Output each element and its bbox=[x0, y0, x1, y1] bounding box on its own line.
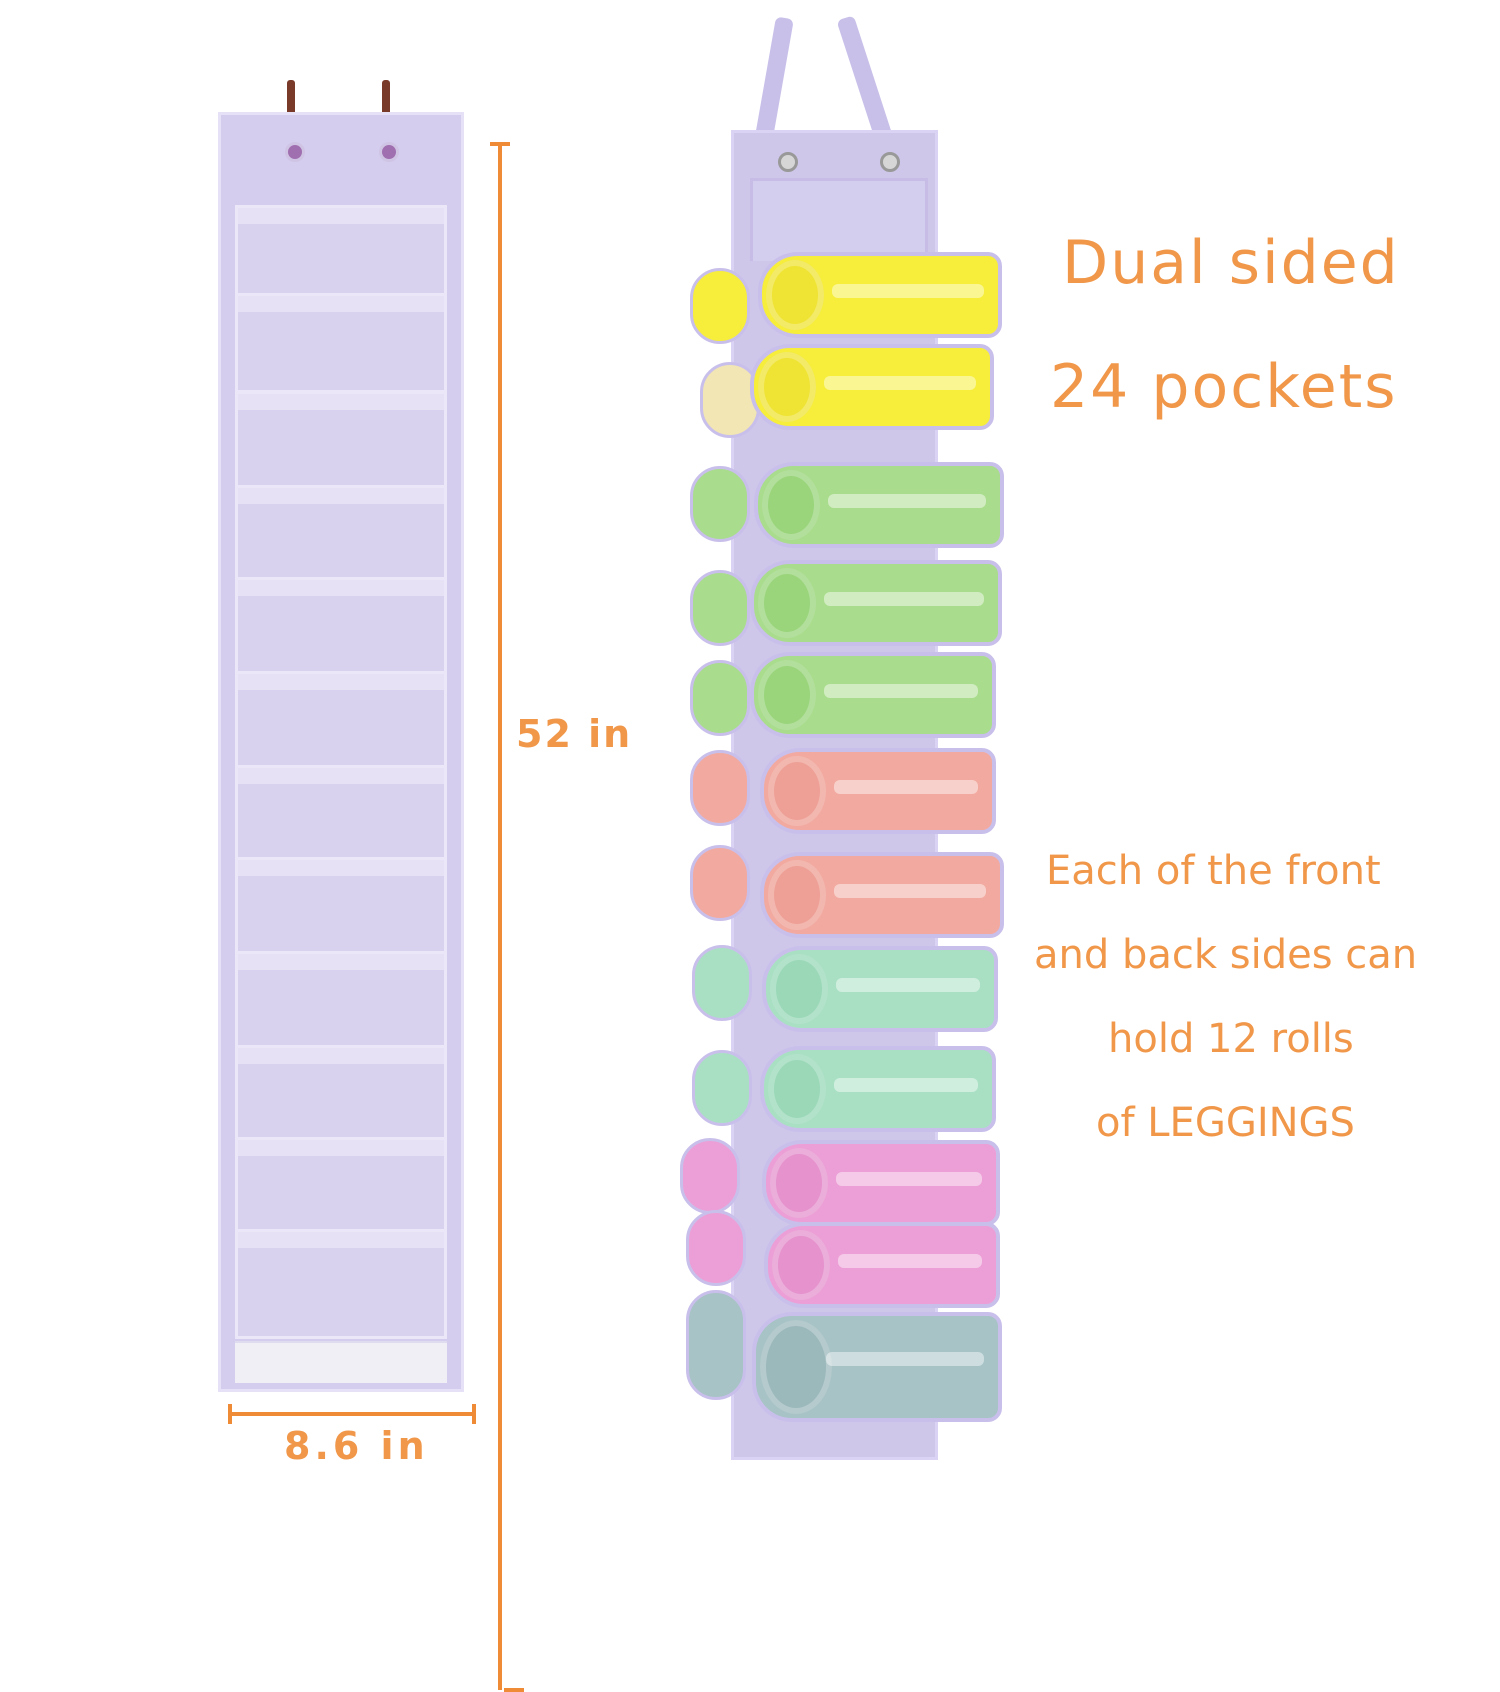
front-roll-8 bbox=[762, 946, 998, 1032]
pocket-2 bbox=[235, 293, 447, 393]
pocket-3 bbox=[235, 391, 447, 491]
back-roll-11 bbox=[686, 1210, 746, 1286]
pocket-8 bbox=[235, 857, 447, 957]
front-roll-3 bbox=[754, 462, 1004, 548]
front-roll-4 bbox=[750, 560, 1002, 646]
description-line-1: Each of the front bbox=[1046, 848, 1381, 894]
height-label: 52 in bbox=[516, 712, 633, 756]
back-roll-4 bbox=[690, 570, 750, 646]
handle-strap-left bbox=[753, 16, 794, 148]
bottom-clear-strip bbox=[235, 1341, 447, 1383]
front-grommet-right bbox=[880, 152, 900, 172]
front-roll-10 bbox=[762, 1140, 1000, 1226]
front-roll-11 bbox=[764, 1222, 1000, 1308]
back-roll-5 bbox=[690, 660, 750, 736]
pocket-1 bbox=[235, 205, 447, 305]
front-roll-7 bbox=[760, 852, 1004, 938]
headline-line-2: 24 pockets bbox=[1050, 352, 1398, 422]
front-roll-6 bbox=[760, 748, 996, 834]
headline-line-1: Dual sided bbox=[1062, 228, 1400, 298]
front-roll-2 bbox=[750, 344, 994, 430]
height-dim-line bbox=[498, 142, 502, 1690]
width-dim-right-cap bbox=[472, 1404, 476, 1424]
pocket-4 bbox=[235, 485, 447, 585]
front-roll-5 bbox=[750, 652, 996, 738]
pocket-6 bbox=[235, 671, 447, 771]
width-label: 8.6 in bbox=[284, 1424, 429, 1468]
back-roll-7 bbox=[690, 845, 750, 921]
front-roll-9 bbox=[760, 1046, 996, 1132]
pocket-10 bbox=[235, 1045, 447, 1145]
pocket-9 bbox=[235, 951, 447, 1051]
organizer-body-back bbox=[218, 112, 464, 1392]
back-roll-3 bbox=[690, 466, 750, 542]
description-line-2: and back sides can bbox=[1034, 932, 1418, 978]
grommet-right bbox=[379, 142, 399, 162]
back-roll-12 bbox=[686, 1290, 746, 1400]
pocket-11 bbox=[235, 1137, 447, 1237]
pocket-5 bbox=[235, 577, 447, 677]
front-grommet-left bbox=[778, 152, 798, 172]
front-roll-12 bbox=[752, 1312, 1002, 1422]
width-dim-line bbox=[230, 1412, 474, 1416]
top-clear-window bbox=[750, 178, 928, 261]
back-roll-9 bbox=[692, 1050, 752, 1126]
pocket-12 bbox=[235, 1229, 447, 1339]
front-roll-1 bbox=[758, 252, 1002, 338]
back-roll-8 bbox=[692, 945, 752, 1021]
description-line-4: of LEGGINGS bbox=[1096, 1100, 1355, 1146]
height-dim-bottom-cap bbox=[504, 1688, 524, 1692]
handle-strap-right bbox=[836, 15, 894, 145]
grommet-left bbox=[285, 142, 305, 162]
description-line-3: hold 12 rolls bbox=[1108, 1016, 1354, 1062]
back-roll-1 bbox=[690, 268, 750, 344]
pocket-7 bbox=[235, 765, 447, 865]
back-roll-10 bbox=[680, 1138, 740, 1214]
back-roll-6 bbox=[690, 750, 750, 826]
